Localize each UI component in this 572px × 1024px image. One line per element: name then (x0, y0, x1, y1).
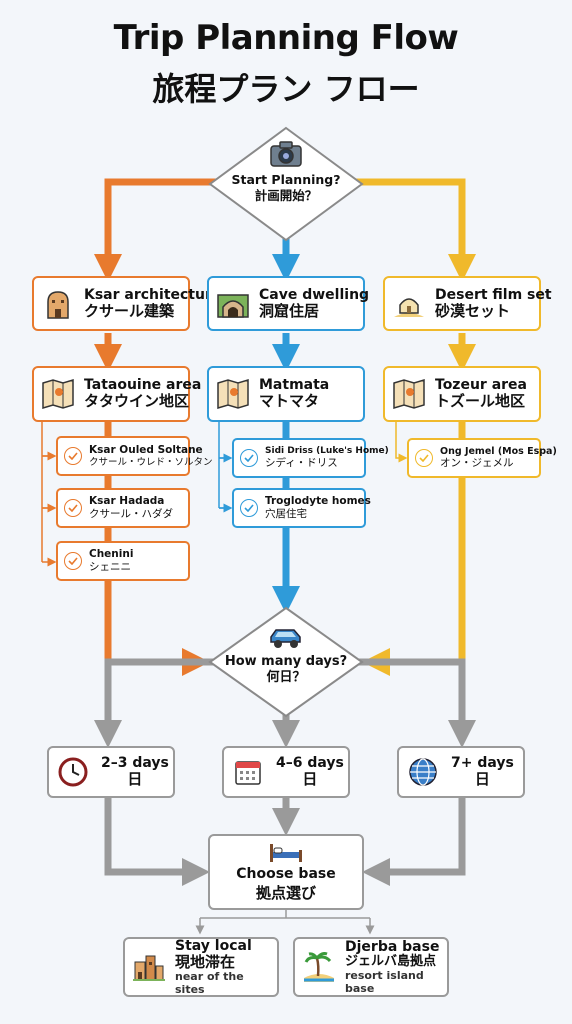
ksar-icon (40, 286, 76, 322)
map-icon (215, 376, 251, 412)
site-name-ja: シディ・ドリス (265, 457, 338, 470)
area-title: Tataouine area (84, 377, 202, 394)
check-icon (240, 449, 258, 467)
clock-icon (55, 754, 91, 790)
site-name: Ksar Hadada (89, 495, 165, 508)
page-title-japanese: 旅程プラン フロー (152, 70, 420, 108)
option-note: resort island base (345, 968, 424, 995)
site-name-ja: オン・ジェメル (440, 457, 514, 470)
duration-label: 4–6 days (276, 755, 344, 772)
site-name-ja: クサール・ウレド・ソルタン (89, 456, 213, 468)
bed-icon (268, 842, 304, 864)
site-name: Chenini (89, 548, 134, 561)
check-icon (64, 447, 82, 465)
option-title-ja: ジェルバ島拠点 (345, 953, 437, 969)
option-note: near of the sites (175, 970, 244, 996)
days-question-en: How many days? (224, 654, 348, 669)
duration-label: 2–3 days (101, 755, 169, 772)
check-icon (64, 499, 82, 517)
duration-label-ja: 日 (127, 770, 143, 789)
days-question-ja: 何日？ (266, 670, 306, 686)
site-name: Troglodyte homes (265, 495, 371, 508)
area-title-ja: マトマタ (259, 392, 320, 411)
palm-island-icon (301, 949, 337, 985)
option-title: Stay local (175, 937, 252, 954)
area-title: Matmata (259, 377, 330, 394)
car-icon (268, 626, 304, 650)
branch-title-ja: クサール建築 (84, 301, 175, 320)
branch-title: Cave dwelling (259, 286, 370, 303)
duration-label-ja: 日 (474, 770, 490, 789)
days-diamond (208, 606, 364, 718)
choose-base[interactable]: Choose base 拠点選び (208, 834, 364, 910)
duration-label-ja: 日 (302, 770, 318, 789)
branch-title-ja: 砂漠セット (435, 301, 511, 320)
branch-title-ja: 洞窟住居 (259, 301, 320, 320)
branch-title: Desert film set (435, 286, 552, 303)
village-icon (131, 949, 167, 985)
site-name-ja: シェニニ (89, 561, 131, 573)
camera-icon (270, 141, 302, 167)
base-title: Choose base (236, 865, 336, 882)
site-name: Ksar Ouled Soltane (89, 444, 203, 456)
check-icon (64, 552, 82, 570)
start-diamond (208, 126, 364, 242)
duration-label: 7+ days (451, 755, 514, 772)
cave-icon (215, 286, 251, 322)
site-name-ja: 穴居住宅 (265, 508, 307, 520)
base-title-ja: 拠点選び (255, 883, 316, 902)
dome-house-icon (391, 286, 427, 322)
branch-title: Ksar architecture (84, 286, 222, 303)
calendar-icon (230, 754, 266, 790)
check-icon (240, 499, 258, 517)
check-icon (415, 449, 433, 467)
page-title: Trip Planning Flow (113, 18, 459, 58)
map-icon (40, 376, 76, 412)
site-name: Ong Jemel (Mos Espa) (440, 446, 557, 457)
site-name-ja: クサール・ハダダ (89, 508, 173, 520)
globe-icon (405, 754, 441, 790)
option-title-ja: 現地滞在 (175, 952, 236, 971)
start-question-ja: 計画開始？ (254, 187, 318, 203)
start-question: Start Planning? 計画開始？ (216, 172, 356, 203)
area-title-ja: トズール地区 (435, 392, 526, 411)
site-sidi-driss[interactable]: Sidi Driss (Luke's Home)シディ・ドリス (232, 438, 389, 478)
site-ong-jemel[interactable]: Ong Jemel (Mos Espa)オン・ジェメル (407, 438, 557, 478)
map-icon (391, 376, 427, 412)
start-question-en: Start Planning? (231, 172, 341, 187)
days-question: How many days? 何日？ (216, 654, 356, 687)
area-title-ja: タタウイン地区 (84, 392, 190, 411)
site-name: Sidi Driss (Luke's Home) (265, 446, 389, 457)
area-title: Tozeur area (435, 377, 527, 394)
option-title: Djerba base (345, 938, 440, 955)
